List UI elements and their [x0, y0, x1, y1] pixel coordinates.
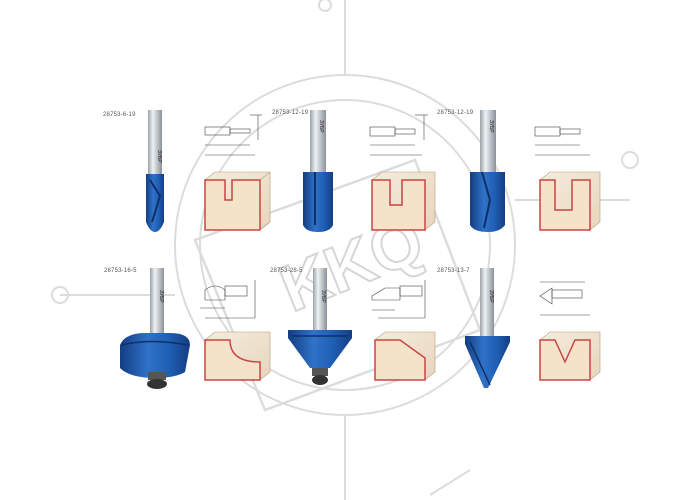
router-bit-4: ЗУБР: [120, 268, 190, 389]
wood-profile-3: [539, 171, 601, 231]
router-bit-6: ЗУБР: [465, 268, 510, 388]
wood-profile-6: [539, 331, 601, 381]
router-bit-1: ЗУБР: [146, 110, 164, 232]
product-code-1: 28753-6-19: [103, 112, 136, 118]
wood-profile-1: [204, 171, 271, 231]
wood-profile-5: [374, 331, 436, 381]
dimension-diagram-2: [369, 114, 428, 156]
dimension-diagram-3: [534, 126, 590, 156]
product-code-3: 28753-12-19: [437, 110, 474, 116]
wood-profile-4: [204, 331, 271, 381]
brand-mark: ЗУБР: [320, 290, 326, 303]
wood-profile-2: [371, 171, 436, 231]
dimension-diagram-4: [200, 280, 256, 319]
dimension-diagram-6: [539, 281, 590, 316]
brand-mark: ЗУБР: [158, 290, 164, 303]
product-code-5: 28753-28-5: [270, 268, 303, 274]
product-code-2: 28753-12-19: [272, 110, 309, 116]
brand-mark: ЗУБР: [488, 120, 494, 133]
product-code-6: 28753-13-7: [437, 268, 470, 274]
brand-mark: ЗУБР: [156, 150, 162, 163]
brand-mark: ЗУБР: [488, 290, 494, 303]
product-code-4: 28753-16-5: [104, 268, 137, 274]
router-bit-3: ЗУБР: [470, 110, 505, 232]
dimension-diagram-1: [204, 114, 262, 156]
dimension-diagram-5: [371, 280, 426, 319]
brand-mark: ЗУБР: [318, 120, 324, 133]
router-bit-5: ЗУБР: [288, 268, 352, 385]
router-bit-2: ЗУБР: [303, 110, 333, 232]
